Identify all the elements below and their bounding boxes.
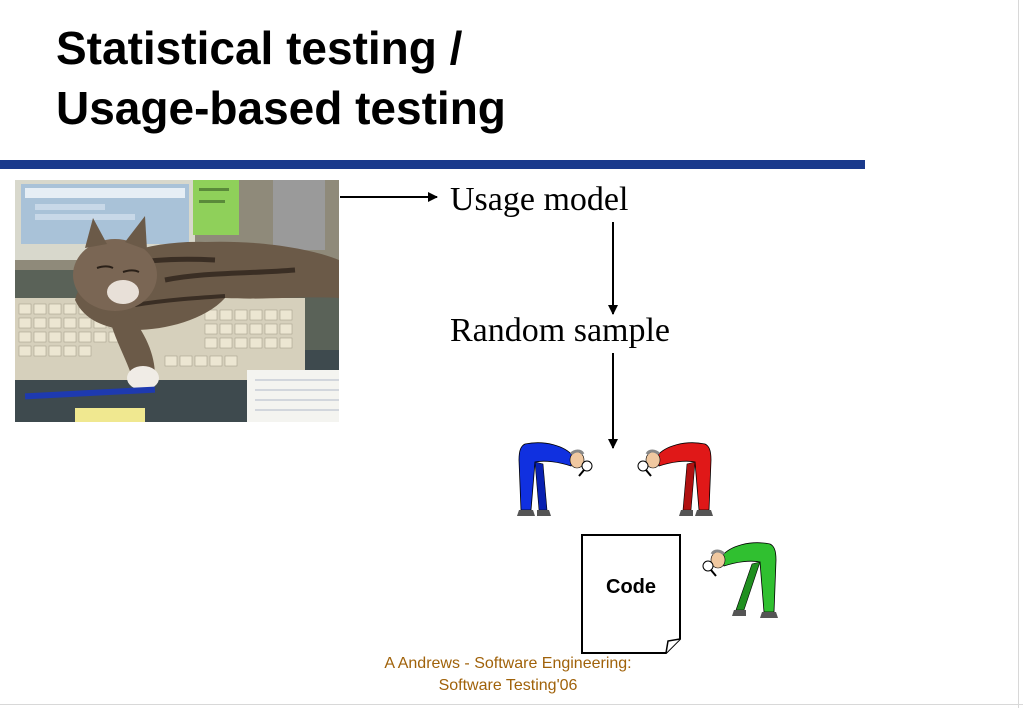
random-sample-label: Random sample	[450, 312, 671, 349]
slide-right-edge	[1018, 0, 1019, 708]
red-tester-icon	[637, 442, 713, 516]
slide-title: Statistical testing / Usage-based testin…	[56, 18, 506, 138]
footer-line-2: Software Testing'06	[438, 677, 578, 694]
green-tester-icon	[702, 542, 778, 618]
slide-title-line-2: Usage-based testing	[56, 82, 506, 134]
usage-model-label: Usage model	[450, 181, 629, 218]
cat-on-keyboard-photo	[15, 180, 339, 422]
title-divider	[0, 160, 865, 169]
slide-footer: A Andrews - Software Engineering: Softwa…	[340, 653, 676, 697]
slide-bottom-edge	[0, 704, 1023, 705]
code-document-icon	[581, 534, 681, 654]
footer-line-1: A Andrews - Software Engineering:	[384, 655, 632, 672]
blue-tester-icon	[517, 442, 593, 516]
code-document-label: Code	[606, 576, 656, 598]
slide-title-line-1: Statistical testing /	[56, 22, 463, 74]
